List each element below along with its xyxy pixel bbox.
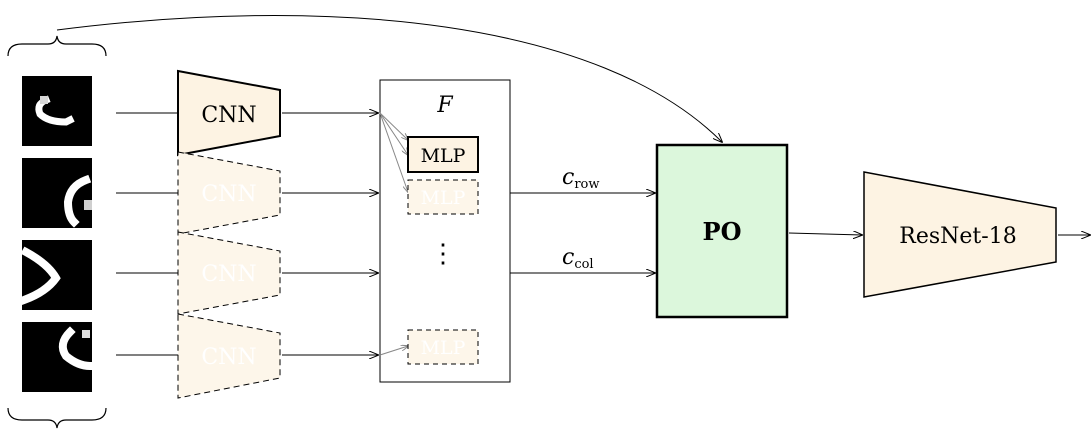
ghost-cnn-label-2: CNN [201, 262, 256, 287]
input-patch-3 [18, 240, 92, 310]
ghost-mlp-label-2: MLP [421, 337, 466, 359]
skip-connection-arrow [56, 15, 722, 142]
ghost-mlp-block-2: MLP [407, 329, 479, 365]
input-patch-1 [22, 76, 92, 146]
po-resnet-arrow [788, 233, 862, 235]
ghost-cnn-label-3: CNN [201, 345, 256, 370]
ghost-cnn-block-1: CNN [177, 151, 281, 235]
bottom-brace [7, 407, 107, 429]
ghost-cnn-block-2: CNN [177, 231, 281, 315]
resnet-label: ResNet-18 [899, 224, 1016, 249]
input-patch-4 [22, 322, 95, 392]
input-patch-2 [22, 158, 92, 228]
po-block: PO [655, 143, 789, 319]
vertical-ellipsis: ⋮ [430, 239, 456, 269]
mlp-label: MLP [421, 145, 466, 167]
c-col-label: ccol [562, 245, 594, 272]
ghost-mlp-block-1: MLP [407, 179, 479, 215]
mlp-connectors [379, 112, 408, 356]
ghost-mlp-label-1: MLP [421, 187, 466, 209]
ghost-cnn-block-3: CNN [177, 313, 281, 399]
f-label: F [436, 93, 453, 118]
top-brace [7, 35, 107, 57]
c-row-label: crow [562, 165, 600, 192]
mlp-block: MLP [407, 136, 479, 173]
po-label: PO [703, 217, 742, 246]
resnet-block: ResNet-18 [863, 171, 1057, 298]
cnn-label: CNN [201, 103, 256, 128]
cnn-block: CNN [177, 69, 281, 157]
ghost-cnn-label-1: CNN [201, 182, 256, 207]
f-box [379, 79, 511, 383]
